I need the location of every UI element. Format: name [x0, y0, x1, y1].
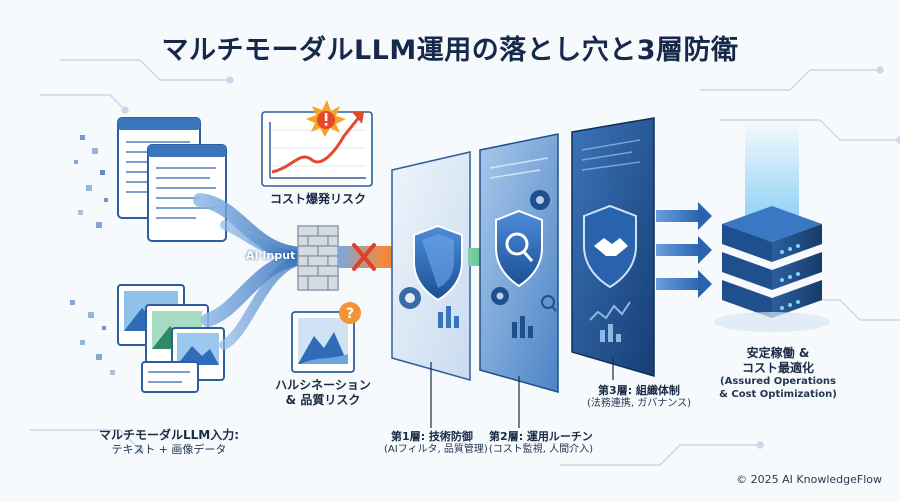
ai-input-label: AI Input	[246, 249, 296, 262]
layer2-label: 第2層: 運用ルーチン (コスト監視, 人間介入)	[484, 430, 598, 456]
output-arrows	[656, 202, 712, 298]
risk-hallucination-line1: ハルシネーション	[275, 378, 371, 392]
outcome-line1: 安定稼働 &	[746, 346, 810, 360]
outcome-line2: コスト最適化	[741, 361, 814, 375]
outcome-line3: (Assured Operations	[720, 376, 836, 387]
risk-cost-label: コスト爆発リスク	[269, 192, 366, 206]
document-icon	[117, 117, 227, 242]
copyright-text: © 2025 AI KnowledgeFlow	[736, 473, 882, 486]
layer1-name: 第1層: 技術防御	[391, 430, 473, 443]
outcome-line4: & Cost Optimization)	[719, 388, 837, 400]
outcome-label: 安定稼働 & コスト最適化 (Assured Operations & Cost…	[708, 346, 848, 401]
input-flow	[193, 193, 307, 350]
input-label: マルチモーダルLLM入力: テキスト + 画像データ	[84, 428, 254, 457]
shield-icon	[413, 224, 463, 302]
layer1-label: 第1層: 技術防御 (AIフィルタ, 品質管理)	[384, 430, 488, 456]
handshake-icon	[594, 238, 628, 256]
svg-text:?: ?	[346, 306, 354, 322]
gear-icon	[530, 190, 550, 210]
cost-chart-icon	[261, 111, 373, 187]
hallucination-image-icon	[291, 311, 355, 373]
image-icon	[117, 284, 225, 393]
gear-icon	[491, 287, 509, 305]
warning-icon	[306, 100, 346, 137]
question-icon: ?	[339, 302, 361, 324]
input-label-line2: テキスト + 画像データ	[111, 443, 227, 456]
layer2-name: 第2層: 運用ルーチン	[489, 430, 593, 443]
brick-wall-icon	[297, 225, 339, 291]
layer3-name: 第3層: 組織体制	[598, 384, 680, 397]
layer2-panel	[479, 133, 559, 393]
shield-icon	[495, 209, 543, 288]
risk-hallucination-label: ハルシネーション & 品質リスク	[268, 378, 378, 408]
layer2-detail: (コスト監視, 人間介入)	[488, 443, 594, 455]
risk-hallucination-line2: & 品質リスク	[285, 393, 361, 407]
layer1-detail: (AIフィルタ, 品質管理)	[384, 443, 488, 455]
layer3-label: 第3層: 組織体制 (法務連携, ガバナンス)	[584, 384, 694, 410]
gear-icon	[399, 287, 421, 309]
data-particles	[70, 135, 115, 375]
circuit-lines-icon	[30, 59, 900, 466]
layer3-detail: (法務連携, ガバナンス)	[587, 397, 691, 409]
input-label-line1: マルチモーダルLLM入力:	[98, 428, 240, 442]
layer3-panel	[571, 117, 655, 378]
page-title: マルチモーダルLLM運用の落とし穴と3層防衛	[161, 35, 739, 66]
server-stack-icon	[714, 120, 830, 332]
magnifier-icon	[505, 232, 534, 262]
layer1-panel	[391, 151, 471, 381]
x-mark-icon	[352, 243, 376, 271]
